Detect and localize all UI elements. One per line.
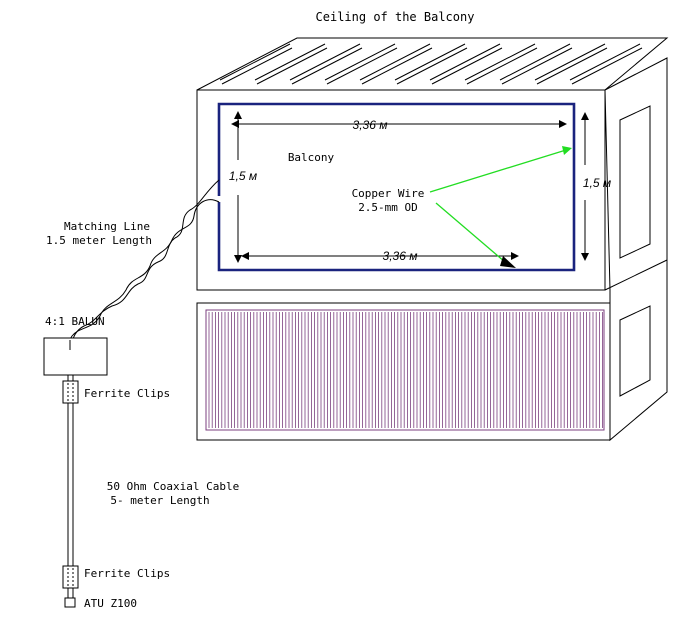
dim-width-top: 3,36 м xyxy=(353,118,388,132)
ferrite-clip-bottom xyxy=(62,565,79,589)
lower-wall xyxy=(196,302,611,441)
matching-line-label: Matching Line xyxy=(64,220,150,233)
ceiling xyxy=(196,37,669,91)
side-wall xyxy=(604,57,668,442)
atu-box xyxy=(64,597,76,608)
copper-wire-arrows xyxy=(429,146,572,268)
dim-width-bottom: 3,36 м xyxy=(383,249,418,263)
dim-height-right: 1,5 м xyxy=(583,176,611,190)
matching-line xyxy=(67,179,220,351)
coax-length-label: 5- meter Length xyxy=(110,494,209,507)
loop-wire xyxy=(217,102,576,272)
ferrite-clip-top xyxy=(62,380,79,404)
balcony-front-wall xyxy=(196,89,606,291)
side-window-lower xyxy=(619,305,651,397)
balun-box xyxy=(43,337,108,376)
matching-line-length-label: 1.5 meter Length xyxy=(46,234,152,247)
green-arrowhead-upper xyxy=(562,146,572,155)
dimension-arrows xyxy=(231,111,589,263)
ceiling-slats xyxy=(219,43,643,85)
diagram-title: Ceiling of the Balcony xyxy=(316,10,475,24)
ferrite-bottom-label: Ferrite Clips xyxy=(84,567,170,580)
balun-label: 4:1 BALUN xyxy=(45,315,105,328)
dim-height-left: 1,5 м xyxy=(229,169,257,183)
atu-label: ATU Z100 xyxy=(84,597,137,610)
black-arrowhead-lower xyxy=(500,256,516,268)
grille-lines xyxy=(208,312,603,428)
side-window-upper xyxy=(619,105,651,259)
ferrite-top-label: Ferrite Clips xyxy=(84,387,170,400)
balcony-label: Balcony xyxy=(288,151,335,164)
coax-cable xyxy=(67,375,74,598)
coax-label: 50 Ohm Coaxial Cable xyxy=(107,480,239,493)
grille-panel xyxy=(205,309,605,431)
copper-wire-label: Copper Wire xyxy=(352,187,425,200)
copper-wire-size-label: 2.5-mm OD xyxy=(358,201,418,214)
